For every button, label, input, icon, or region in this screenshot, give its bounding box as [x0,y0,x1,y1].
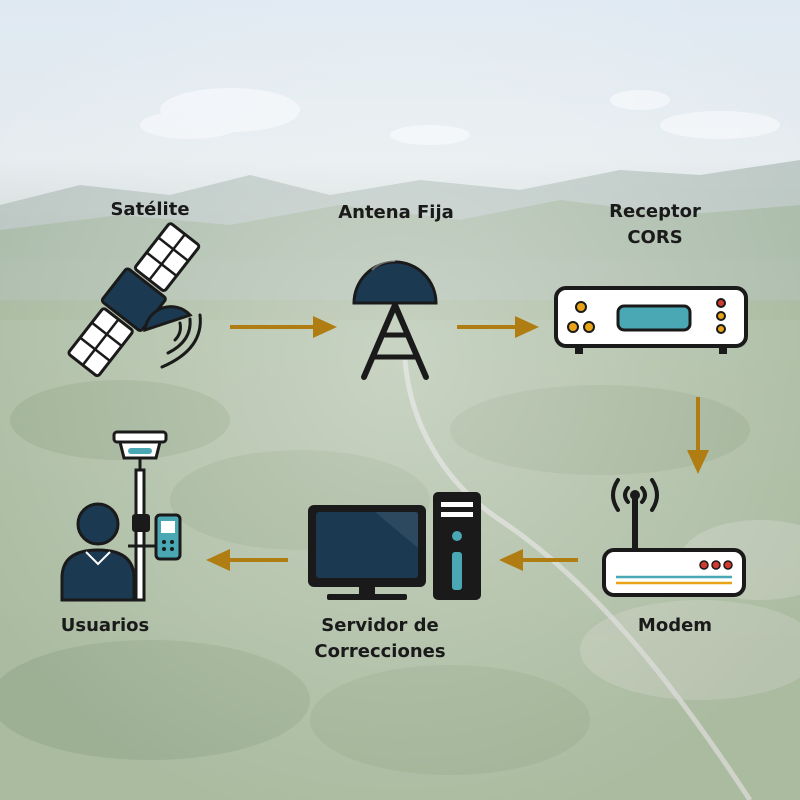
label-line: Satélite [110,199,190,220]
label-modem: Modem [575,613,775,639]
label-line: Antena Fija [338,202,454,223]
label-users: Usuarios [5,613,205,639]
modem-icon [602,478,746,597]
label-line: Correcciones [314,641,446,662]
arrow-server-to-users [206,549,288,571]
label-server: Servidor de Correcciones [280,613,480,665]
user-with-gnss-rover-icon [60,430,182,602]
satellite-icon [67,222,202,378]
label-line: Servidor de [321,615,439,636]
label-line: Modem [637,615,713,636]
label-satellite: Satélite [50,197,250,223]
label-line: Receptor [609,201,701,222]
arrow-receiver-to-modem [687,397,709,474]
receiver-icon [554,286,748,354]
arrow-antenna-to-receiver [457,316,539,338]
arrow-modem-to-server [499,549,578,571]
gnss-antenna-icon [352,259,438,380]
arrow-satellite-to-antenna [230,316,337,338]
label-line: Usuarios [60,615,150,636]
server-computer-icon [308,492,481,600]
label-line: CORS [627,227,683,248]
label-receiver: Receptor CORS [555,199,755,251]
label-antenna: Antena Fija [296,200,496,226]
